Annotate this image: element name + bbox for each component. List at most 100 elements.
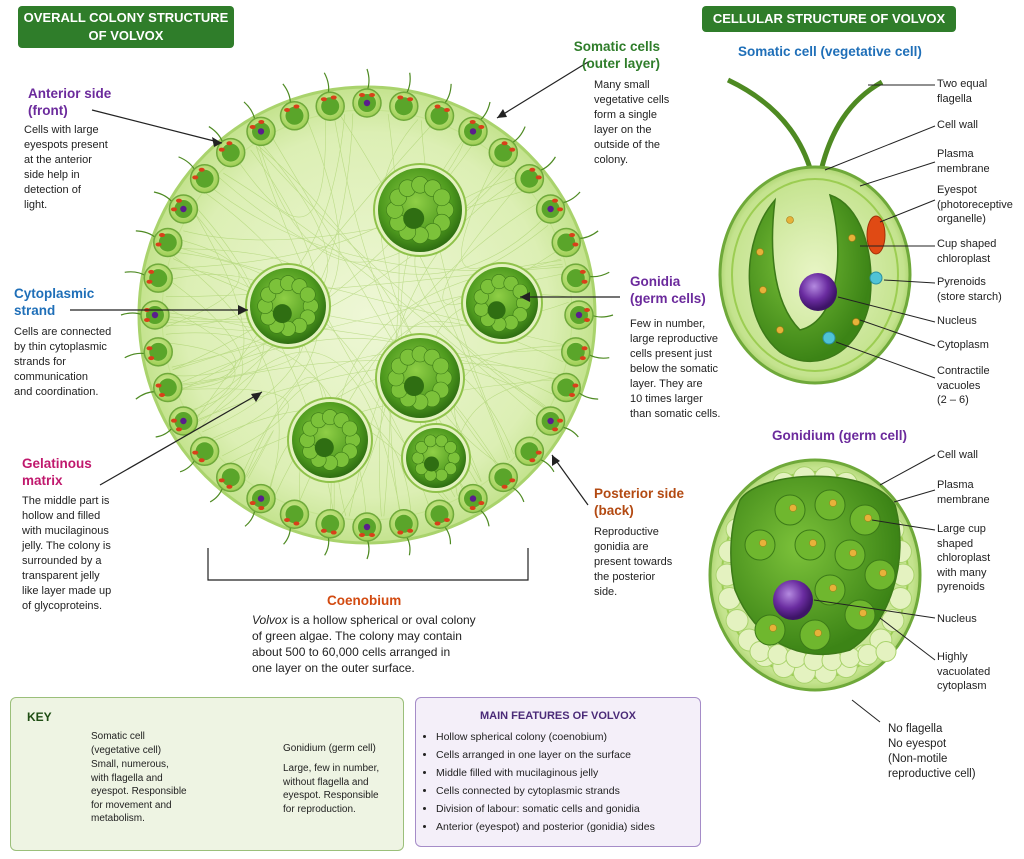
somatic-cell <box>352 68 382 118</box>
somatic-cell <box>458 483 490 527</box>
posterior-heading: Posterior side (back) <box>594 486 685 518</box>
somatic-cell <box>209 462 246 503</box>
somatic-cell <box>243 101 276 147</box>
gonidium-label-chloroplast: Large cup shaped chloroplast with many p… <box>937 523 991 593</box>
gonidium-cell <box>375 333 465 423</box>
cytoplasmic-heading: Cytoplasmic strand <box>14 286 95 318</box>
somatic-cell <box>244 483 276 527</box>
coenobium-text-body: is a hollow spherical or oval colony of … <box>252 613 476 675</box>
somatic-cell-title: Somatic cell (vegetative cell) <box>738 44 922 59</box>
somatic-label-cell-wall: Cell wall <box>937 119 978 131</box>
somatic-text: Many small vegetative cells form a singl… <box>594 79 670 166</box>
somatic-cell <box>551 227 599 258</box>
gonidium-note: No flagella No eyespot (Non-motile repro… <box>888 723 976 780</box>
somatic-label-plasma-membrane: Plasma membrane <box>937 148 990 175</box>
somatic-cell <box>564 300 614 330</box>
coenobium-heading: Coenobium <box>327 593 402 608</box>
somatic-cell <box>179 436 220 473</box>
somatic-cell <box>535 406 579 438</box>
gonidium-cell <box>401 423 471 493</box>
gonidium-label-cell-wall: Cell wall <box>937 449 978 461</box>
somatic-cell <box>135 372 183 403</box>
somatic-cell <box>155 406 199 438</box>
somatic-label-chloroplast: Cup shaped chloroplast <box>937 238 997 265</box>
key-somatic-desc: Small, numerous, with flagella and eyesp… <box>91 759 187 824</box>
anterior-text: Cells with large eyespots present at the… <box>24 124 108 211</box>
somatic-cell <box>135 227 183 258</box>
somatic-label-cytoplasm: Cytoplasm <box>937 339 989 351</box>
somatic-cell <box>352 512 382 560</box>
coenobium-text-italic: Volvox <box>252 613 288 627</box>
gonidium-label-plasma-membrane: Plasma membrane <box>937 479 990 506</box>
gonidia-text: Few in number, large reproductive cells … <box>630 318 721 420</box>
cytoplasmic-text: Cells are connected by thin cytoplasmic … <box>14 326 112 398</box>
feature-item: Hollow spherical colony (coenobium) <box>436 728 655 746</box>
features-list: Hollow spherical colony (coenobium) Cell… <box>422 728 655 836</box>
gonidium-drawing <box>708 458 922 692</box>
somatic-cell <box>279 499 310 545</box>
somatic-cell <box>561 337 610 367</box>
feature-item: Anterior (eyespot) and posterior (gonidi… <box>436 818 655 836</box>
somatic-cell <box>208 126 246 168</box>
colony-pointers <box>70 61 620 581</box>
gonidium-label-nucleus: Nucleus <box>937 613 977 625</box>
somatic-heading: Somatic cells (outer layer) <box>573 39 660 71</box>
somatic-cell <box>153 191 199 224</box>
right-title-banner: CELLULAR STRUCTURE OF VOLVOX <box>702 6 956 32</box>
gonidium-cell <box>373 163 467 257</box>
somatic-label-pyrenoids: Pyrenoids (store starch) <box>937 276 1002 303</box>
somatic-cell <box>535 191 581 224</box>
key-somatic-name: Somatic cell (vegetative cell) <box>91 731 162 756</box>
coenobium-text: Volvox is a hollow spherical or oval col… <box>252 612 476 676</box>
gonidia-group <box>245 163 543 493</box>
somatic-cell-pointers <box>824 84 936 379</box>
gonidium-label-vacuolated-cytoplasm: Highly vacuolated cytoplasm <box>937 651 991 692</box>
somatic-cell <box>488 462 525 503</box>
somatic-cell-drawing <box>718 77 912 385</box>
somatic-cell <box>514 436 555 473</box>
gonidium-cell <box>287 397 373 483</box>
somatic-cell <box>551 372 599 403</box>
somatic-cell <box>279 83 310 131</box>
somatic-cell <box>488 126 526 168</box>
somatic-cell <box>124 263 173 293</box>
gonidia-heading: Gonidia (germ cells) <box>630 274 706 306</box>
feature-item: Division of labour: somatic cells and go… <box>436 800 655 818</box>
feature-item: Middle filled with mucilaginous jelly <box>436 764 655 782</box>
key-title: KEY <box>27 710 52 724</box>
gonidium-cell <box>461 262 543 344</box>
anterior-heading: Anterior side (front) <box>28 86 112 118</box>
key-box: KEY Somatic cell (vegetative cell) Small… <box>10 697 404 851</box>
gonidium-title: Gonidium (germ cell) <box>772 428 908 443</box>
features-title: MAIN FEATURES OF VOLVOX <box>479 710 637 722</box>
pointer-heads <box>212 109 560 466</box>
feature-item: Cells connected by cytoplasmic strands <box>436 782 655 800</box>
somatic-cell <box>120 300 170 330</box>
somatic-cell <box>514 156 556 194</box>
features-box: MAIN FEATURES OF VOLVOX Hollow spherical… <box>415 697 701 847</box>
somatic-cell <box>178 156 220 194</box>
gonidium-cell <box>245 263 331 349</box>
somatic-cell <box>315 72 345 121</box>
somatic-cell <box>561 263 610 293</box>
somatic-cell <box>315 509 345 556</box>
key-gonidium-desc: Large, few in number, without flagella a… <box>283 763 380 815</box>
gonidium-pointers <box>813 454 936 723</box>
somatic-cell-layer <box>120 68 614 560</box>
gelatinous-text: The middle part is hollow and filled wit… <box>22 495 112 612</box>
somatic-label-eyespot: Eyespot (photoreceptive organelle) <box>937 184 1013 225</box>
somatic-label-contractile-vacuoles: Contractile vacuoles (2 – 6) <box>937 365 990 406</box>
somatic-cell <box>424 83 455 131</box>
somatic-cell <box>458 101 491 147</box>
somatic-cell <box>124 337 173 367</box>
somatic-cell <box>389 509 419 556</box>
gelatinous-heading: Gelatinous matrix <box>22 456 92 488</box>
somatic-label-flagella: Two equal flagella <box>937 78 988 105</box>
somatic-cell <box>424 499 455 545</box>
somatic-label-nucleus: Nucleus <box>937 315 977 327</box>
somatic-cell <box>389 72 419 121</box>
posterior-text: Reproductive gonidia are present towards… <box>594 526 673 598</box>
left-title-banner: OVERALL COLONY STRUCTURE OF VOLVOX <box>18 6 234 48</box>
feature-item: Cells arranged in one layer on the surfa… <box>436 746 655 764</box>
key-gonidium-name: Gonidium (germ cell) <box>283 743 376 754</box>
